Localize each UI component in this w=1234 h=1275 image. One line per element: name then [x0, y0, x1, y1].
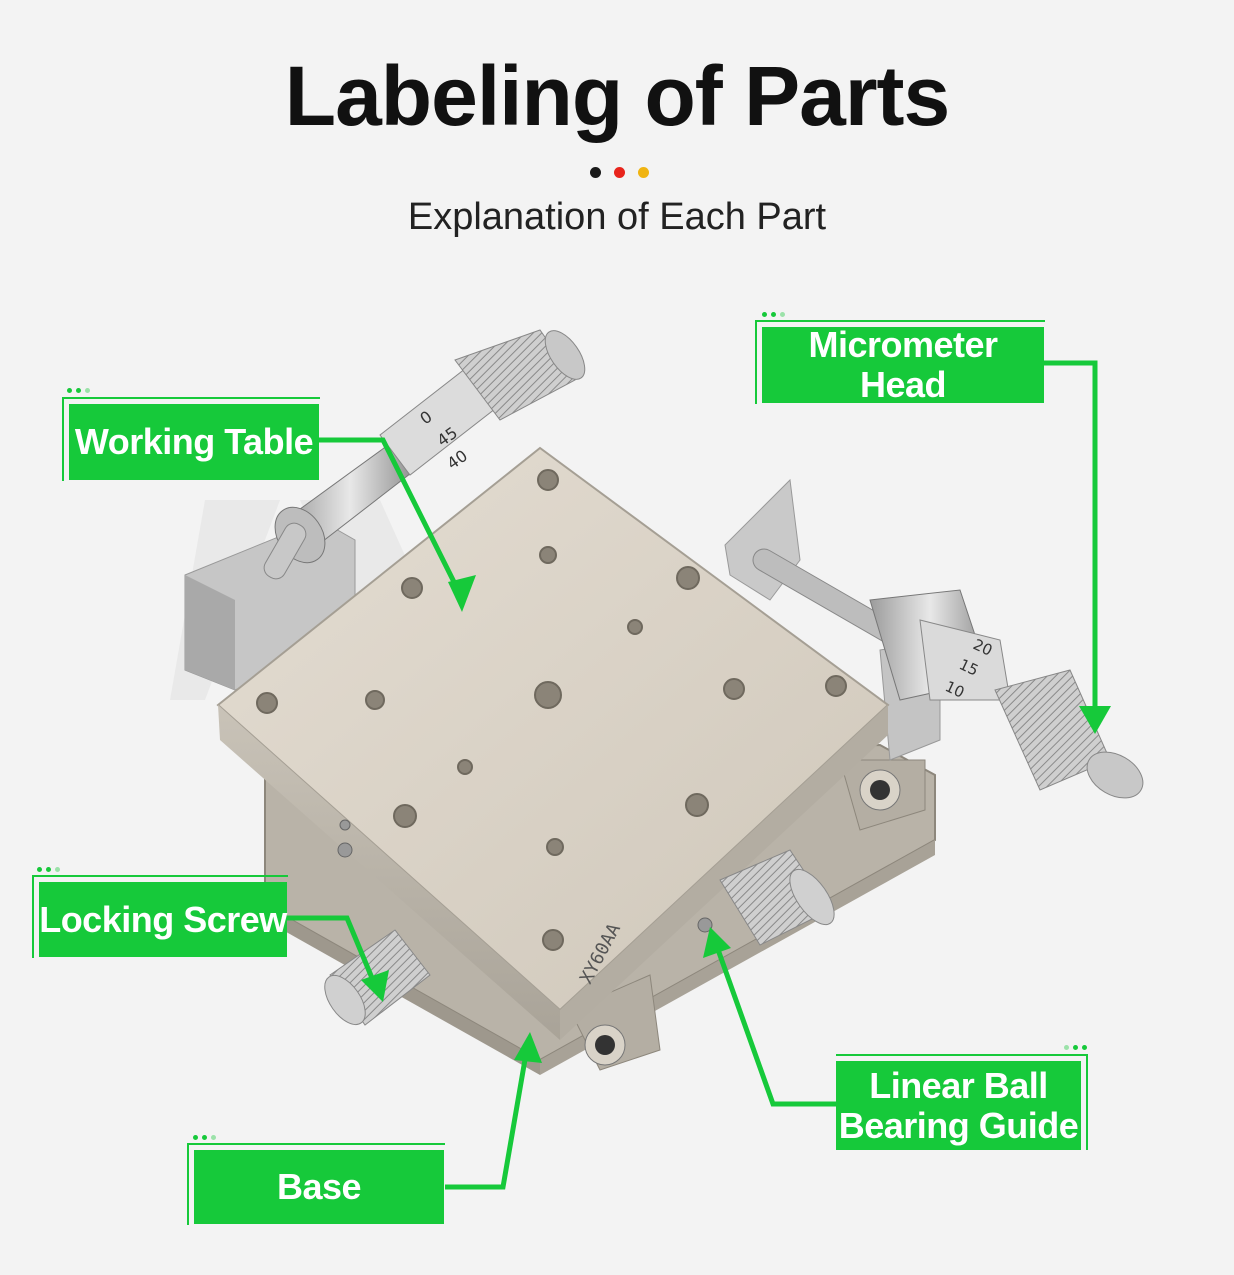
title-dots — [588, 167, 658, 179]
micrometer-left: 0 45 40 — [263, 329, 586, 580]
arrowhead-micrometer-head — [1079, 706, 1111, 734]
mini-dot — [202, 1135, 207, 1140]
locking-screw-label: Locking Screw — [39, 882, 287, 957]
bearing-guide-label-dots — [1064, 1045, 1094, 1051]
mini-dot — [85, 388, 90, 393]
working-table-label-text: Working Table — [74, 421, 314, 462]
bearing-guide-label: Linear Ball Bearing Guide — [836, 1061, 1081, 1150]
mini-dot — [76, 388, 81, 393]
arrowhead-bearing-guide — [703, 927, 731, 958]
mini-dot — [771, 312, 776, 317]
micrometer-left-scale-2: 40 — [443, 446, 471, 473]
mini-dot — [55, 867, 60, 872]
mini-dot — [1073, 1045, 1078, 1050]
working-table-label: Working Table — [69, 404, 319, 480]
micrometer-head-label-dots — [762, 312, 792, 318]
mini-dot — [37, 867, 42, 872]
base-label: Base — [194, 1150, 444, 1224]
leader-working-table — [318, 437, 465, 600]
mini-dot — [211, 1135, 216, 1140]
leader-lines — [287, 360, 1098, 1190]
leader-base — [445, 1047, 530, 1190]
locking-screw-label-dots — [37, 867, 67, 873]
dot-yellow — [638, 167, 649, 178]
mini-dot — [780, 312, 785, 317]
base-label-dots — [193, 1135, 223, 1141]
mini-dot — [1082, 1045, 1087, 1050]
arrowhead-locking-screw — [361, 970, 389, 1002]
arrowhead-base — [514, 1032, 542, 1063]
mini-dot — [762, 312, 767, 317]
micrometer-head-label-frame — [755, 320, 1045, 404]
table-holes — [256, 469, 847, 951]
bearing-guide-label-frame — [836, 1054, 1088, 1150]
page-title: Labeling of Parts — [284, 49, 950, 143]
locking-screw-label-text: Locking Screw — [39, 898, 287, 940]
guide-screws — [337, 819, 713, 933]
base-label-text: Base — [276, 1166, 362, 1207]
leader-arrowheads — [361, 575, 1111, 1063]
base-mount-right — [569, 759, 926, 1071]
working-table: XY60AA — [216, 446, 890, 1040]
leader-micrometer-head — [1043, 360, 1098, 718]
arrowhead-working-table — [448, 575, 476, 612]
page-subtitle: Explanation of Each Part — [407, 196, 827, 238]
mini-dot — [193, 1135, 198, 1140]
mini-dot — [46, 867, 51, 872]
mini-dot — [67, 388, 72, 393]
micrometer-right: 20 15 10 — [752, 548, 1144, 799]
micrometer-head-label: Micrometer Head — [762, 324, 1044, 405]
micrometer-head-label-text: Micrometer Head — [808, 324, 998, 405]
locking-screw-label-frame — [32, 875, 288, 958]
dot-red — [614, 167, 625, 178]
working-table-label-frame — [62, 397, 320, 481]
bearing-guide-label-text: Linear Ball Bearing Guide — [838, 1064, 1079, 1146]
dot-black — [590, 167, 601, 178]
leader-locking-screw — [287, 915, 380, 991]
locking-screw-right — [719, 849, 835, 946]
leader-bearing-guide — [713, 943, 836, 1107]
base-label-frame — [187, 1143, 445, 1225]
mini-dot — [1064, 1045, 1069, 1050]
working-table-label-dots — [67, 388, 97, 394]
